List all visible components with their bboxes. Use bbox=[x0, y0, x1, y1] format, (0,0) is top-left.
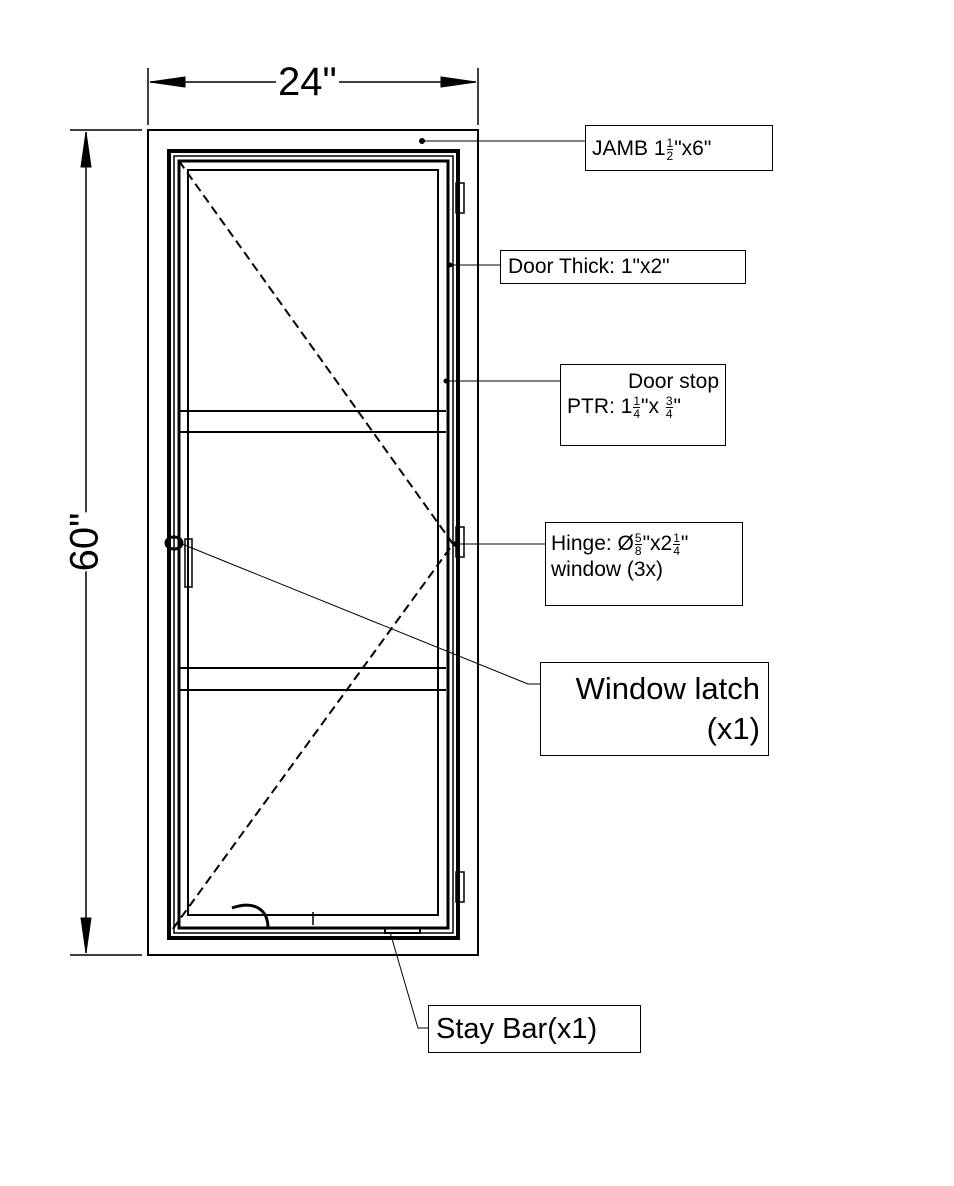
arrow-up-icon bbox=[80, 131, 92, 168]
ds-suffix: " bbox=[673, 395, 681, 419]
h-suffix: " bbox=[680, 532, 689, 555]
latch-line1: Window latch bbox=[575, 671, 760, 706]
h-num1: 5 bbox=[634, 530, 642, 545]
h-den2: 4 bbox=[673, 543, 680, 558]
latch-handle bbox=[184, 538, 193, 588]
h-mid: "x2 bbox=[642, 532, 673, 555]
ds-den2: 4 bbox=[665, 407, 673, 422]
frame bbox=[167, 149, 460, 940]
window-latch-label: Window latch (x1) bbox=[540, 662, 769, 756]
hinge-pre: Hinge: Ø bbox=[551, 532, 634, 555]
width-dimension: 24" bbox=[276, 60, 339, 104]
door-stop-pre: PTR: 1 bbox=[567, 395, 633, 419]
jamb-den: 2 bbox=[666, 148, 674, 163]
ds-num1: 1 bbox=[633, 394, 641, 409]
h-num2: 1 bbox=[673, 530, 680, 545]
opening-indicator bbox=[171, 160, 455, 931]
stay-bar-icon bbox=[231, 903, 270, 929]
jamb bbox=[147, 129, 479, 956]
glass bbox=[187, 169, 439, 916]
hinge-bottom bbox=[455, 871, 465, 903]
ds-num2: 3 bbox=[665, 394, 673, 409]
ds-mid: "x bbox=[641, 395, 665, 419]
hinge-line2: window (3x) bbox=[551, 557, 664, 581]
arrow-right-icon bbox=[440, 76, 477, 88]
sash bbox=[177, 159, 450, 930]
arrow-left-icon bbox=[149, 76, 186, 88]
door-thick-label: Door Thick: 1"x2" bbox=[500, 250, 746, 284]
arrow-down-icon bbox=[80, 917, 92, 954]
jamb-text: JAMB 1 bbox=[592, 137, 666, 160]
jamb-suffix: "x6" bbox=[674, 137, 712, 160]
h-den1: 8 bbox=[634, 543, 642, 558]
latch-line2: (x1) bbox=[706, 711, 760, 746]
latch-icon bbox=[164, 535, 184, 551]
stay-bar-label: Stay Bar(x1) bbox=[428, 1005, 641, 1053]
hinge-top bbox=[455, 182, 465, 214]
ds-den1: 4 bbox=[633, 407, 641, 422]
door-stop-line1: Door stop bbox=[627, 370, 719, 393]
jamb-num: 1 bbox=[666, 135, 674, 150]
height-dimension: 60" bbox=[62, 512, 107, 572]
